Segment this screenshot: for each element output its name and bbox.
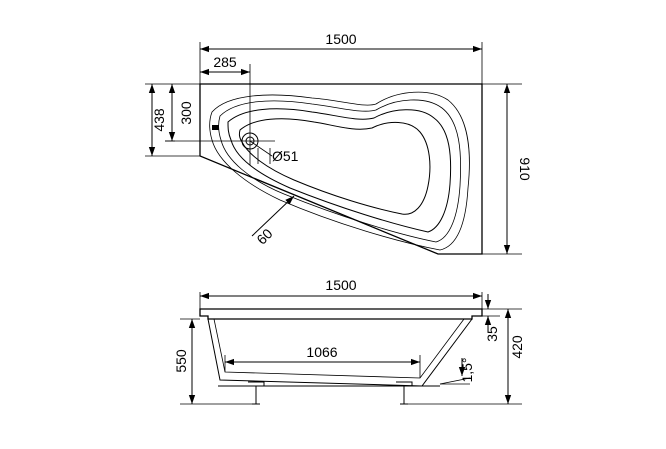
basin-inner-ring: [227, 108, 452, 233]
dim-drain-diameter: Ø51: [272, 148, 299, 164]
dim-bottom-length: 1066: [306, 344, 337, 360]
rim-profile: [199, 308, 483, 320]
dim-depth: 550: [173, 349, 189, 373]
dim-height-left: 438: [151, 108, 167, 132]
dim-offset-y: 300: [178, 101, 194, 125]
dim-height-total: 910: [517, 157, 533, 181]
dim-line-corner: [251, 195, 295, 237]
dim-rim: 35: [484, 326, 500, 342]
dim-width-top: 1500: [325, 31, 356, 47]
basin-floor: [238, 118, 431, 215]
shell-outer: [207, 318, 473, 387]
basin-outer-ring: [209, 91, 470, 251]
dim-slope: 1,5°: [459, 357, 475, 382]
dim-width-side: 1500: [325, 277, 356, 293]
dim-height: 420: [509, 335, 525, 359]
dim-corner: 60: [253, 225, 275, 247]
left-leg: [248, 381, 265, 405]
top-view: 1500 285 910 438 300 Ø51 60: [145, 31, 533, 255]
tub-outline: [199, 83, 483, 255]
dim-offset-x: 285: [213, 54, 237, 70]
basin-mid-ring: [218, 99, 462, 243]
side-view: 1500 1066 550 35 420 1,5°: [173, 277, 525, 405]
overflow-mark: [212, 125, 219, 130]
shell-inner: [213, 318, 465, 379]
